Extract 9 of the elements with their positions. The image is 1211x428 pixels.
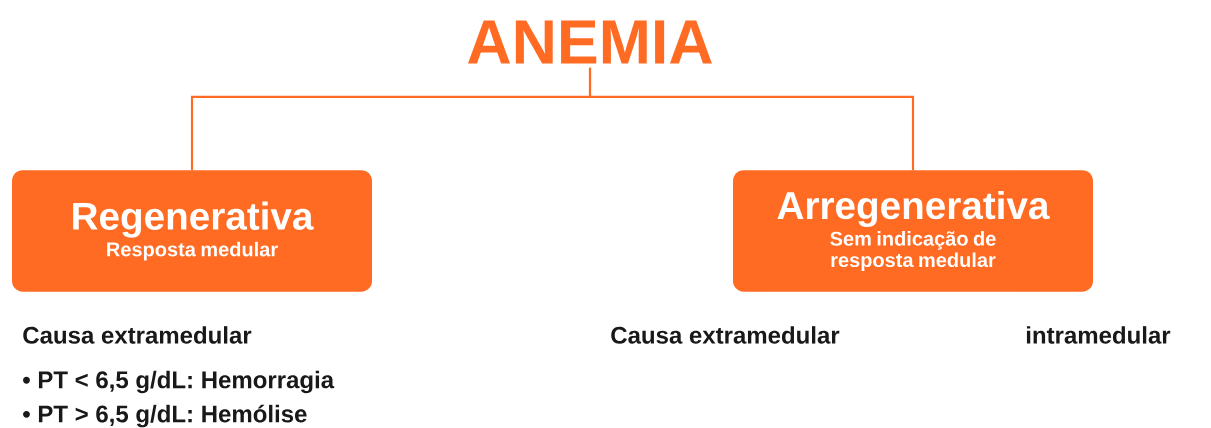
category-box: Arregenerativa Sem indicação de resposta medular — [733, 170, 1093, 292]
label-text: Causa extramedular — [23, 326, 252, 344]
connector-line — [588, 67, 915, 171]
category-box: Regenerativa Resposta medular — [12, 170, 372, 292]
label-text: Causa extramedular — [611, 326, 840, 344]
label-text: intramedular — [1026, 326, 1171, 344]
title-text: ANEMIA — [468, 20, 712, 64]
label-text: • PT > 6,5 g/dL: Hemólise — [23, 404, 307, 428]
label-text: • PT < 6,5 g/dL: Hemorragia — [23, 370, 335, 394]
